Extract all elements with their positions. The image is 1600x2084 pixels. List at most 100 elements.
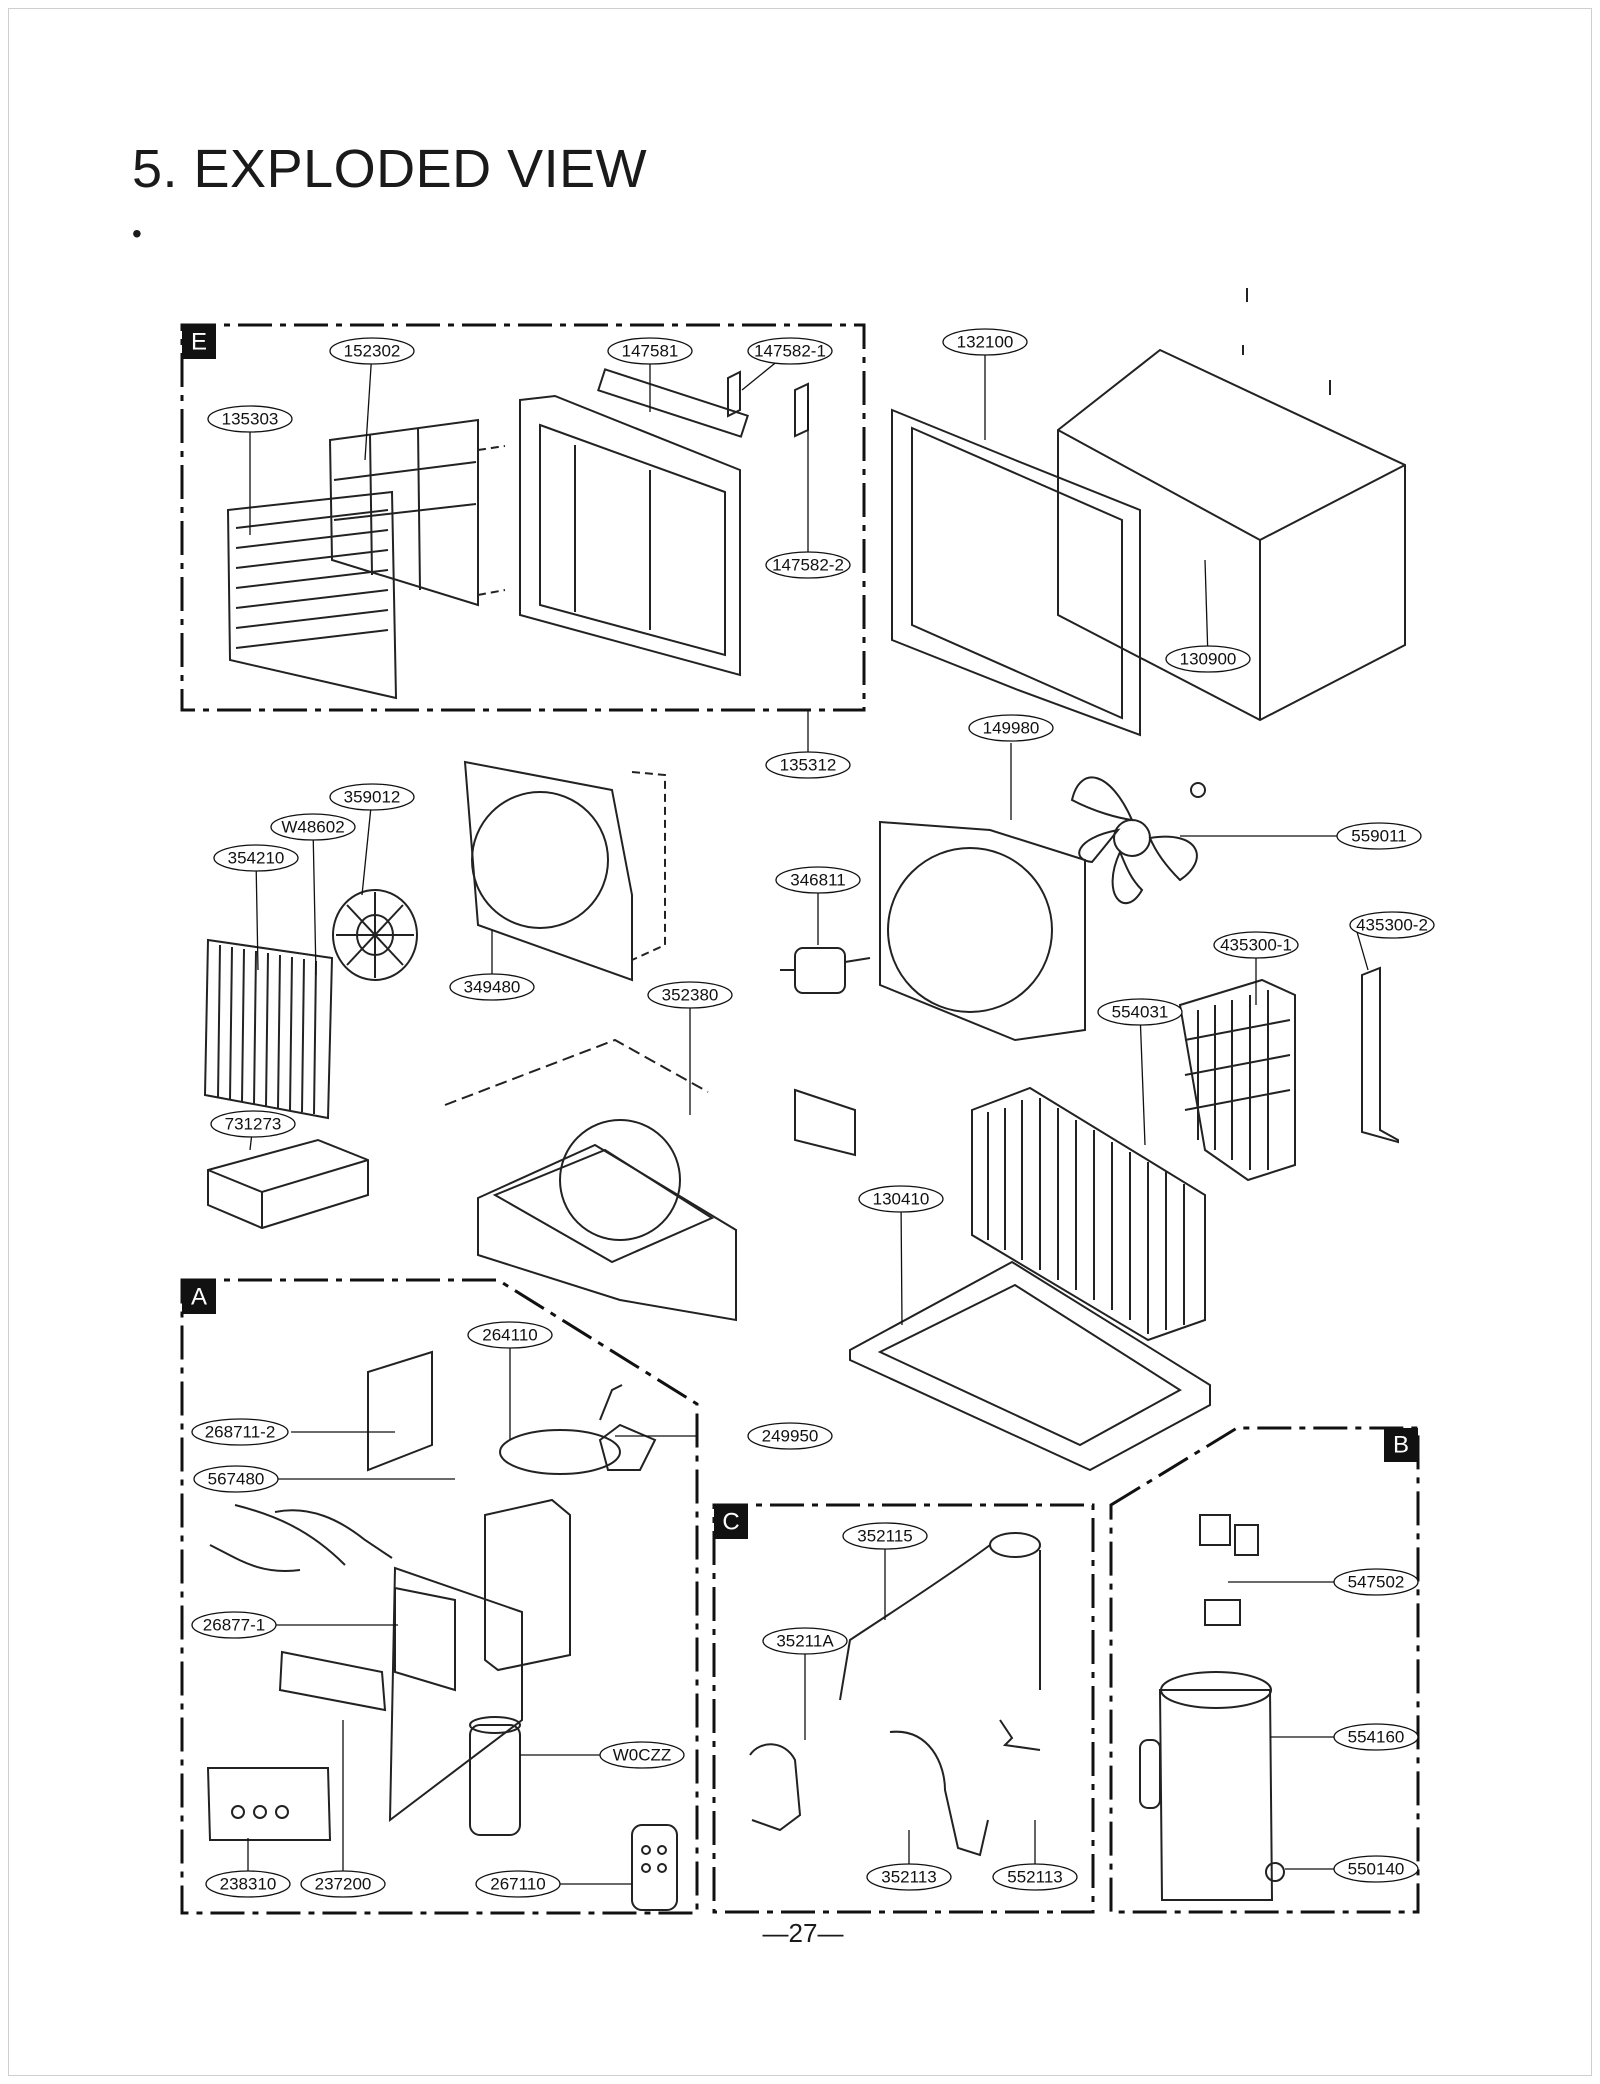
condenser-fan	[1070, 776, 1206, 905]
section-b-label: B	[1393, 1431, 1409, 1458]
svg-text:554031: 554031	[1112, 1002, 1169, 1021]
svg-text:352380: 352380	[662, 985, 719, 1004]
svg-text:249950: 249950	[762, 1426, 819, 1445]
tubing-assembly	[749, 1532, 1041, 1857]
callout-552113: 552113	[992, 1863, 1078, 1891]
display-panel	[206, 1650, 387, 1841]
blower-fan	[332, 889, 418, 981]
remote-control	[631, 1824, 678, 1911]
callout-26877-1: 26877-1	[191, 1611, 277, 1639]
evaporator-coil	[203, 938, 334, 1120]
page-border	[8, 8, 1592, 2076]
svg-text:264110: 264110	[482, 1325, 537, 1344]
bullet: •	[132, 218, 142, 249]
cabinet	[1057, 288, 1406, 722]
svg-text:554160: 554160	[1348, 1727, 1405, 1746]
callout-149980: 149980	[968, 714, 1054, 742]
capacitor	[469, 1716, 521, 1836]
svg-text:26877-1: 26877-1	[203, 1615, 265, 1634]
front-panel	[519, 368, 749, 677]
svg-text:359012: 359012	[344, 787, 401, 806]
svg-text:149980: 149980	[983, 718, 1040, 737]
svg-text:130410: 130410	[873, 1189, 930, 1208]
svg-text:559011: 559011	[1351, 826, 1406, 845]
callout-W0CZZ: W0CZZ	[599, 1741, 685, 1769]
svg-text:352115: 352115	[857, 1526, 912, 1545]
callout-554031: 554031	[1097, 998, 1183, 1026]
callout-132100: 132100	[942, 328, 1028, 356]
air-filter	[328, 418, 506, 607]
svg-text:152302: 152302	[344, 341, 401, 360]
page-number: —27—	[762, 1918, 844, 1948]
svg-text:35211A: 35211A	[776, 1631, 834, 1650]
svg-text:731273: 731273	[225, 1114, 282, 1133]
svg-text:567480: 567480	[208, 1469, 265, 1488]
callout-147582-1: 147582-1	[747, 337, 833, 365]
condenser-coil	[971, 1086, 1206, 1342]
side-bracket	[1361, 966, 1399, 1144]
wire-harness	[209, 1504, 393, 1572]
svg-text:130900: 130900	[1180, 649, 1237, 668]
callout-567480: 567480	[193, 1465, 279, 1493]
front-grille	[226, 490, 398, 700]
callout-354210: 354210	[213, 844, 299, 872]
callout-130410: 130410	[858, 1185, 944, 1213]
callout-130900: 130900	[1165, 645, 1251, 673]
svg-text:W0CZZ: W0CZZ	[613, 1745, 672, 1764]
compressor	[1139, 1514, 1285, 1901]
air-guide	[444, 1038, 737, 1322]
callout-547502: 547502	[1333, 1568, 1419, 1596]
shroud	[879, 820, 1086, 1042]
callout-147582-2: 147582-2	[765, 551, 851, 579]
svg-text:135303: 135303	[222, 409, 279, 428]
callout-264110: 264110	[467, 1321, 553, 1349]
svg-text:135312: 135312	[780, 755, 837, 774]
section-e-boundary	[180, 323, 866, 712]
svg-text:552113: 552113	[1007, 1867, 1062, 1886]
callout-135312: 135312	[765, 751, 851, 779]
fan-motor	[780, 947, 871, 1157]
section-c-label: C	[722, 1508, 739, 1535]
callout-W48602: W48602	[270, 813, 356, 841]
callout-559011: 559011	[1336, 822, 1422, 850]
callout-152302: 152302	[329, 337, 415, 365]
svg-text:237200: 237200	[315, 1874, 372, 1893]
power-cord	[499, 1384, 657, 1475]
base-pan	[849, 1260, 1211, 1472]
svg-text:W48602: W48602	[281, 817, 344, 836]
cabinet-frame	[891, 408, 1141, 737]
callout-359012: 359012	[329, 783, 415, 811]
section-a-boundary	[180, 1278, 699, 1915]
svg-text:267110: 267110	[490, 1874, 545, 1893]
callout-550140: 550140	[1333, 1855, 1419, 1883]
svg-text:238310: 238310	[220, 1874, 277, 1893]
callout-435300-2: 435300-2	[1349, 911, 1435, 939]
blower-housing	[463, 760, 666, 982]
control-box	[367, 1350, 571, 1823]
svg-text:349480: 349480	[464, 977, 521, 996]
callout-352115: 352115	[842, 1522, 928, 1550]
section-labels: E A C B	[182, 325, 1418, 1539]
svg-text:268711-2: 268711-2	[205, 1422, 276, 1441]
callout-237200: 237200	[300, 1870, 386, 1898]
callout-147581: 147581	[607, 337, 693, 365]
callout-135303: 135303	[207, 405, 293, 433]
svg-text:550140: 550140	[1348, 1859, 1405, 1878]
section-c-boundary	[712, 1503, 1095, 1914]
svg-text:346811: 346811	[790, 870, 845, 889]
callout-352113: 352113	[866, 1863, 952, 1891]
callout-554160: 554160	[1333, 1723, 1419, 1751]
section-e-label: E	[191, 328, 207, 355]
svg-text:435300-2: 435300-2	[1356, 915, 1428, 934]
component-drawings	[203, 288, 1406, 1911]
pcb	[394, 1586, 456, 1692]
svg-text:132100: 132100	[957, 332, 1014, 351]
louver-brackets	[727, 370, 809, 438]
svg-text:147581: 147581	[622, 341, 679, 360]
page-title: 5. EXPLODED VIEW	[132, 139, 648, 199]
callout-352380: 352380	[647, 981, 733, 1009]
svg-text:352113: 352113	[881, 1867, 936, 1886]
callout-268711-2: 268711-2	[191, 1418, 289, 1446]
